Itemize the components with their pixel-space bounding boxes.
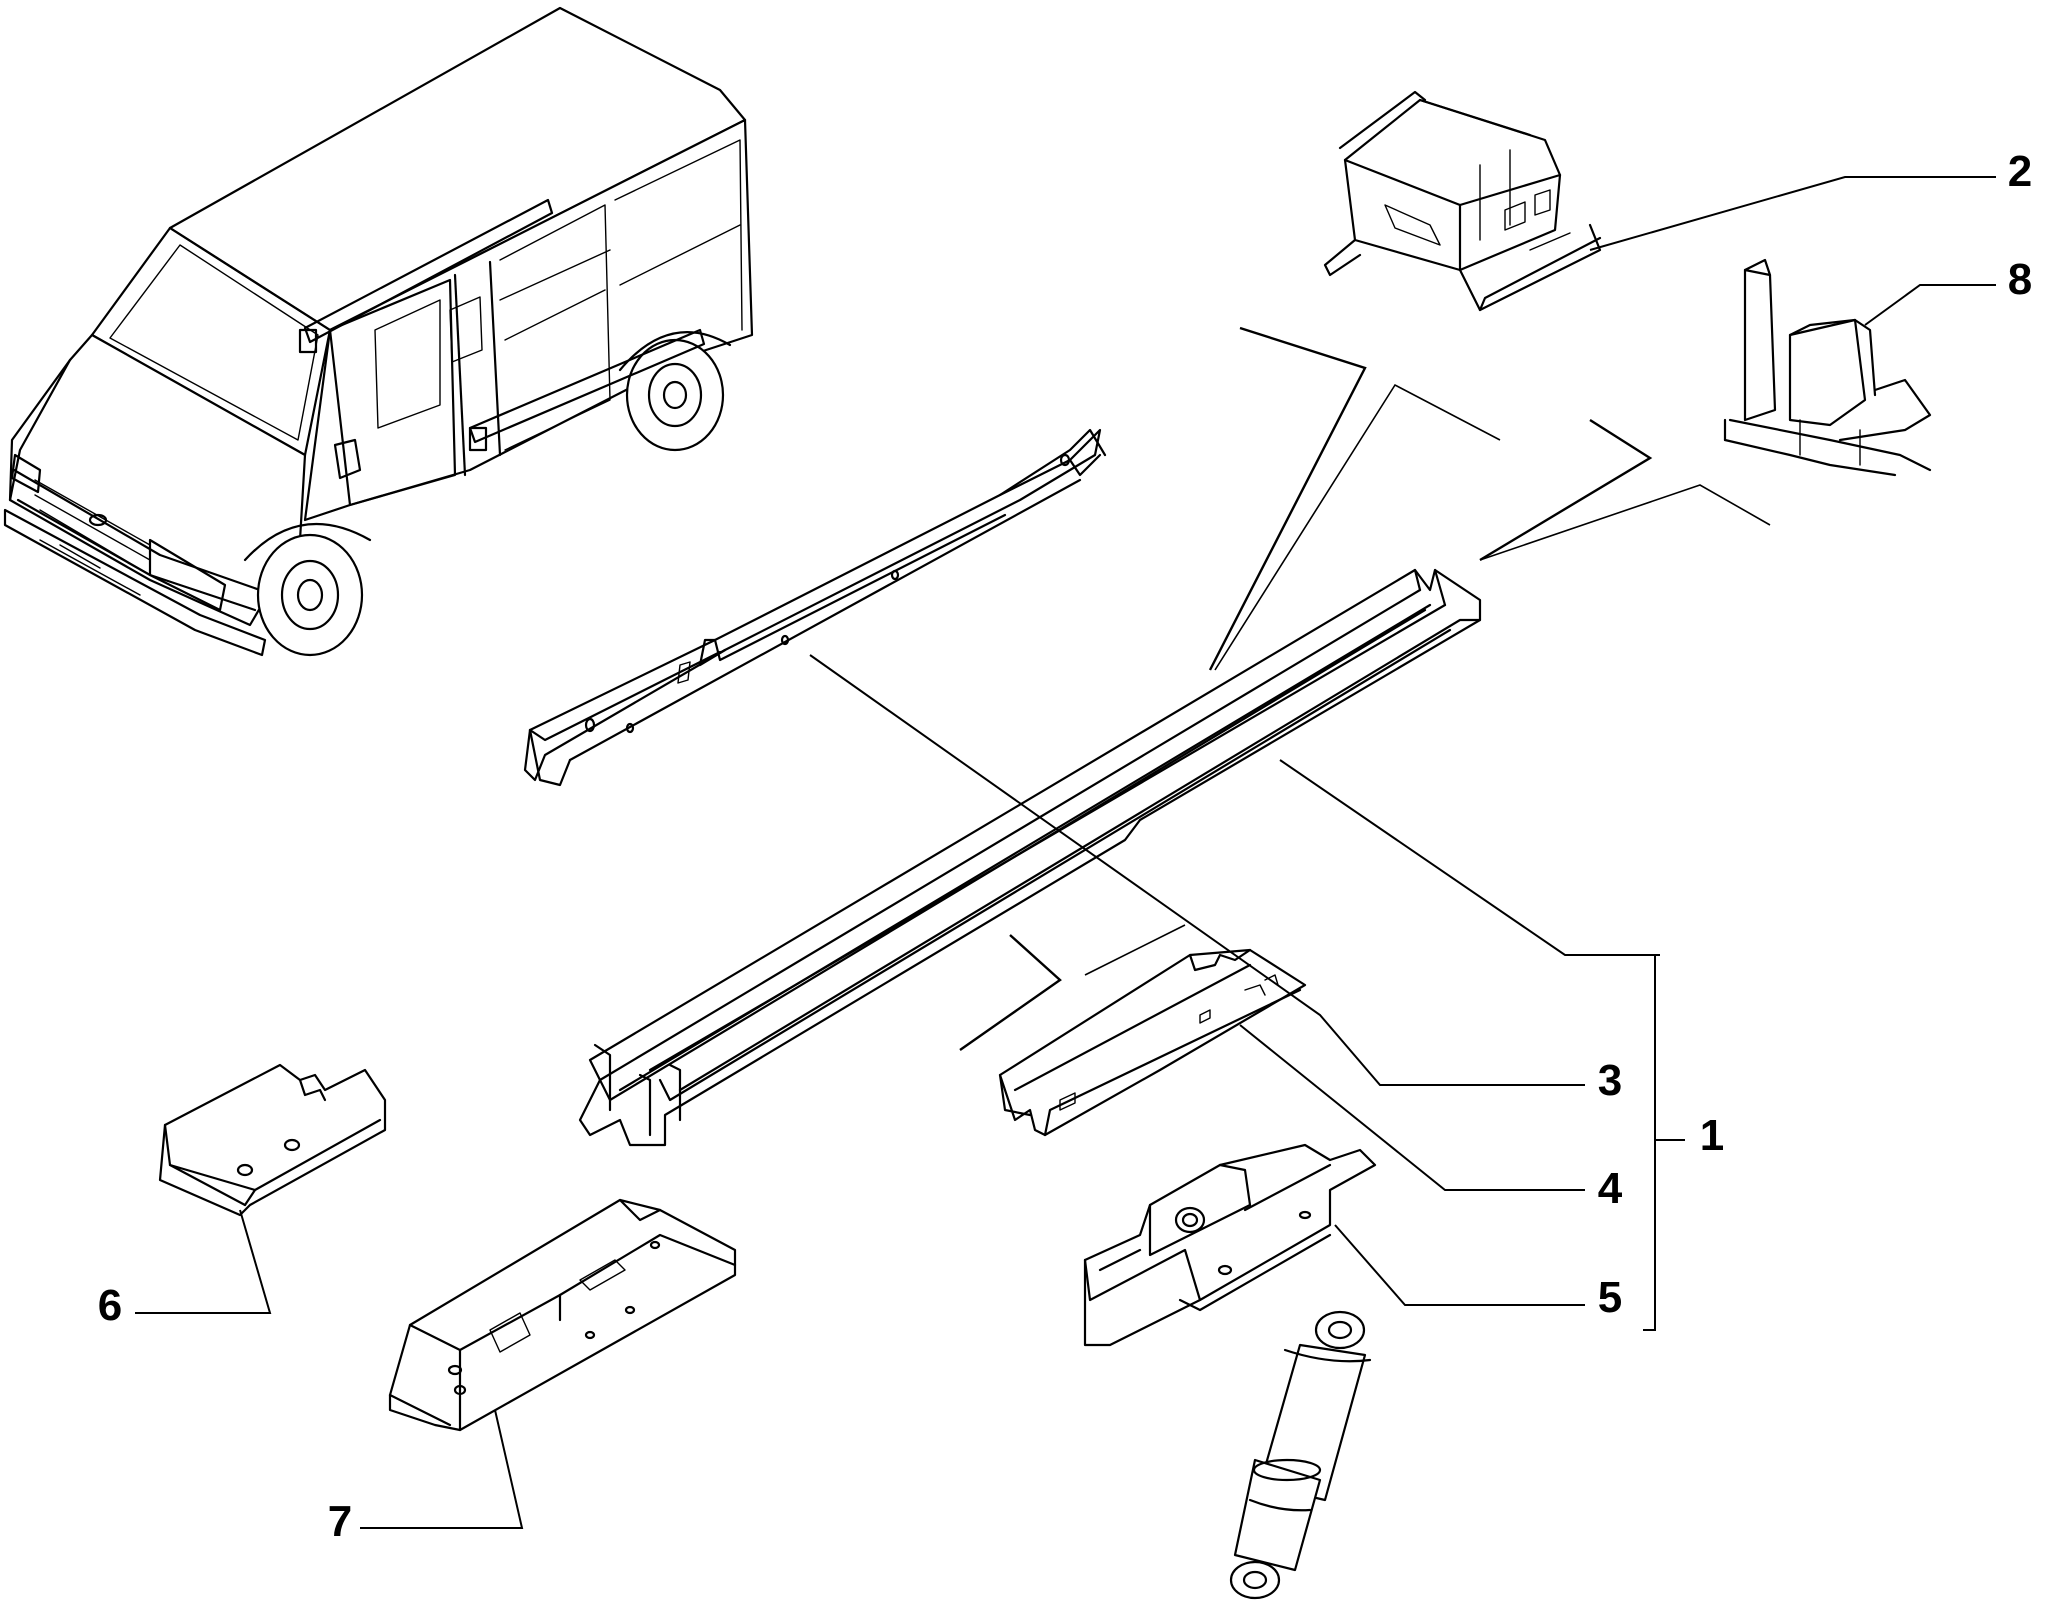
callout-6: 6 [98, 1281, 122, 1330]
callout-4: 4 [1598, 1164, 1623, 1213]
callout-2: 2 [2008, 147, 2032, 196]
callout-1: 1 [1700, 1111, 1724, 1160]
callout-7: 7 [328, 1497, 352, 1546]
part-6-tray [158, 1063, 387, 1217]
shock-absorber-icon [1229, 1310, 1372, 1600]
part-4-channel [998, 948, 1307, 1137]
part-3-rail [523, 428, 1107, 787]
callout-8: 8 [2008, 255, 2032, 304]
assembly-guide-lines [959, 326, 1771, 1051]
part-7-plate [388, 1198, 737, 1432]
part-1-rail [578, 568, 1482, 1147]
callout-5: 5 [1598, 1273, 1622, 1322]
part-2-bracket [1323, 90, 1602, 312]
part-5-bracket [1083, 1143, 1377, 1347]
leader-lines [135, 176, 1996, 1529]
van-illustration [3, 6, 754, 657]
part-8-bracket [1723, 258, 1932, 477]
callout-labels: 2 8 3 1 4 5 6 7 [98, 147, 2032, 1546]
callout-3: 3 [1598, 1056, 1622, 1105]
